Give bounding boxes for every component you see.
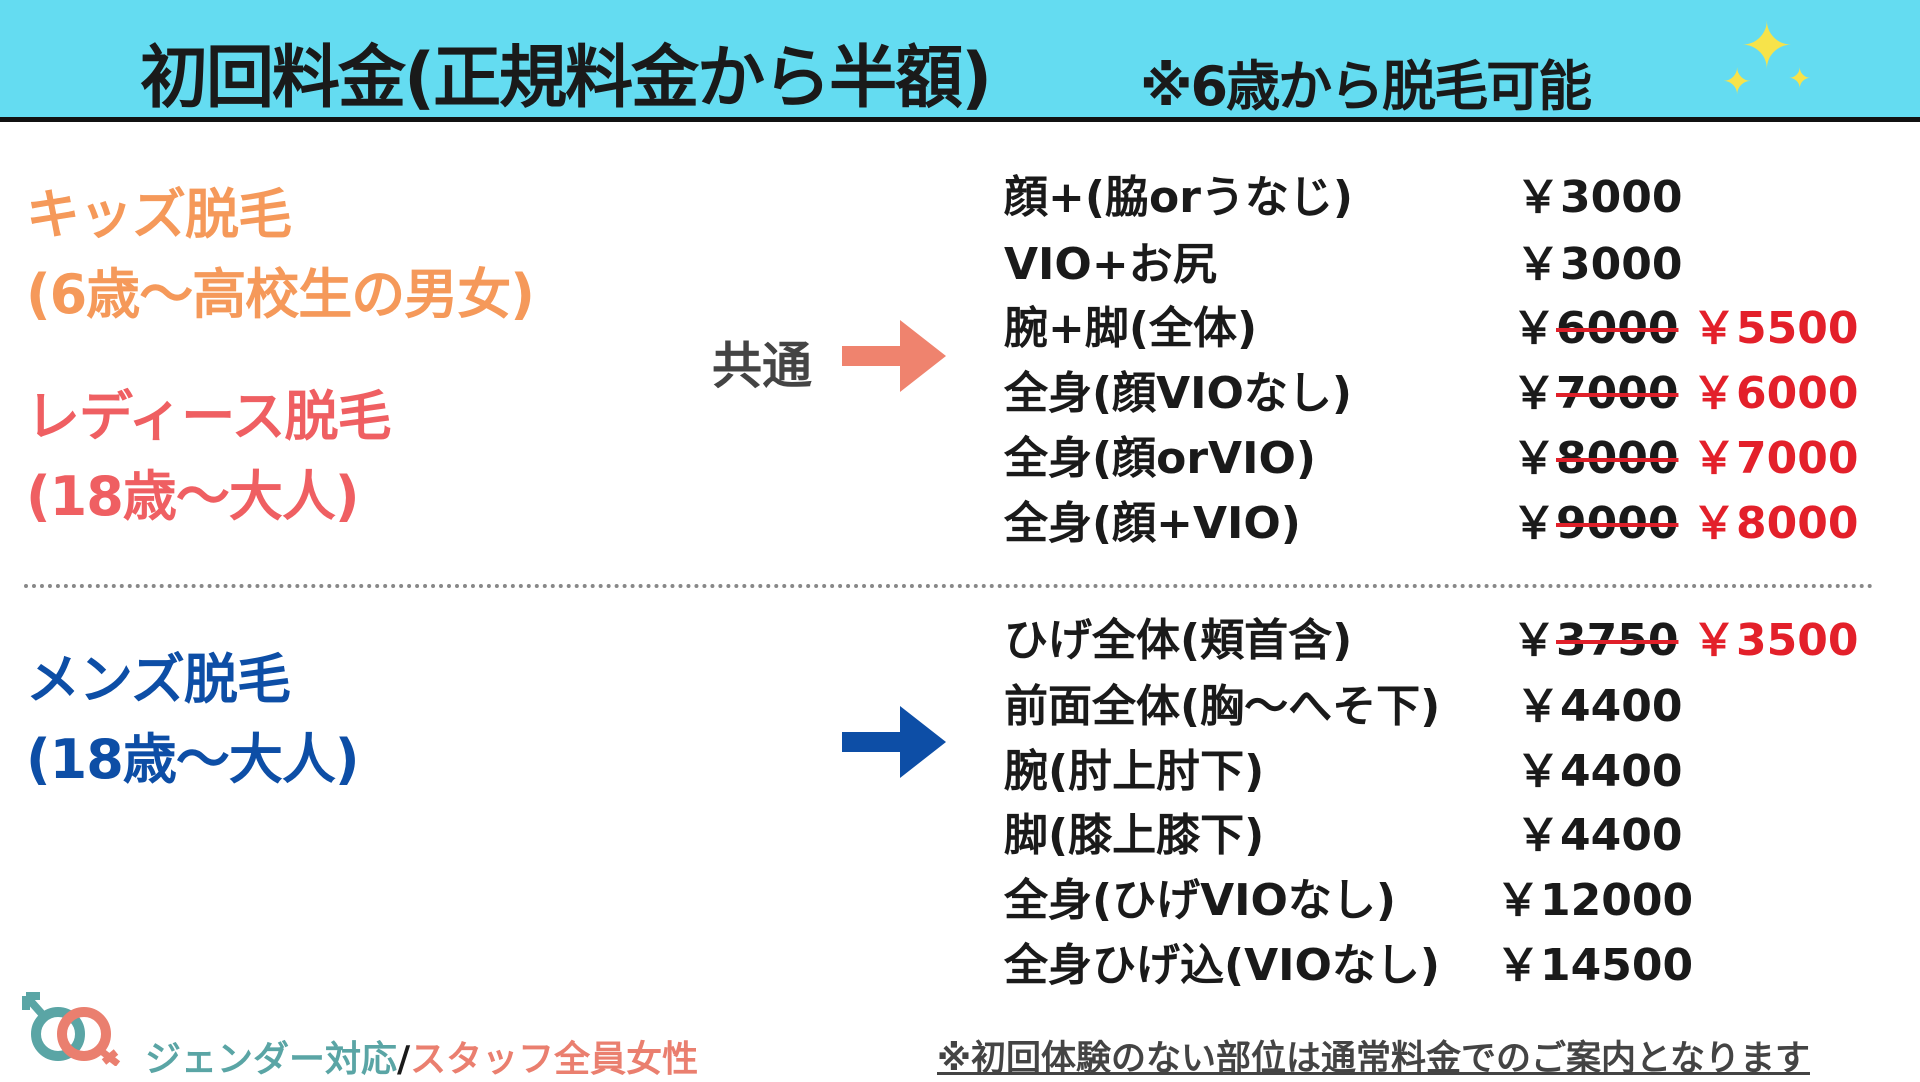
price: ￥14500 — [1496, 940, 1694, 991]
arrow-right-icon — [842, 706, 946, 778]
sale-price: ￥6000 — [1692, 368, 1859, 419]
struck-price: 7000 — [1556, 368, 1679, 419]
page-title: 初回料金(正規料金から半額) — [140, 39, 992, 118]
sale-price: ￥7000 — [1692, 433, 1859, 484]
struck-price: 9000 — [1556, 498, 1679, 549]
price: ￥3000 — [1516, 239, 1683, 290]
sale-price: ￥5500 — [1692, 303, 1859, 354]
yen-sign: ￥ — [1512, 368, 1556, 419]
mens-sub: (18歳〜大人) — [26, 728, 360, 791]
price: ￥4400 — [1516, 681, 1683, 732]
struck-price: 8000 — [1556, 433, 1679, 484]
common-label: 共通 — [712, 337, 812, 395]
slash: / — [397, 1039, 411, 1080]
original-price: ￥7000 — [1512, 357, 1678, 421]
yen-sign: ￥ — [1512, 615, 1556, 666]
gender-text: ジェンダー対応 — [145, 1039, 398, 1080]
original-price: ￥3750 — [1512, 604, 1678, 668]
price-item: 全身(顔orVIO) — [1004, 433, 1316, 484]
arrow-right-icon — [842, 320, 946, 392]
yen-sign: ￥ — [1512, 433, 1556, 484]
ladies-sub: (18歳〜大人) — [26, 465, 360, 528]
price-item: 腕+脚(全体) — [1004, 303, 1258, 354]
price: ￥12000 — [1496, 875, 1694, 926]
price: ￥3000 — [1516, 172, 1683, 223]
sale-price: ￥8000 — [1692, 498, 1859, 549]
ladies-title: レディース脱毛 — [26, 385, 392, 448]
header: 初回料金(正規料金から半額) ※6歳から脱毛可能 ✦ ✦ ✦ — [0, 0, 1920, 122]
kids-sub: (6歳〜高校生の男女) — [26, 263, 535, 326]
price-item: 全身(顔VIOなし) — [1004, 368, 1353, 419]
price-item: 腕(肘上肘下) — [1004, 746, 1265, 797]
struck-price: 3750 — [1556, 615, 1679, 666]
price-item: 全身(顔+VIO) — [1004, 498, 1301, 549]
price-item: 前面全体(胸〜へそ下) — [1004, 681, 1441, 732]
price: ￥4400 — [1516, 810, 1683, 861]
original-price: ￥9000 — [1512, 487, 1678, 551]
original-price: ￥6000 — [1512, 292, 1678, 356]
footer-note: ※初回体験のない部位は通常料金でのご案内となります — [937, 1039, 1810, 1079]
sale-price: ￥3500 — [1692, 615, 1859, 666]
footer-tagline: ジェンダー対応/スタッフ全員女性 — [145, 1030, 698, 1082]
original-price: ￥8000 — [1512, 422, 1678, 486]
price-item: 全身(ひげVIOなし) — [1004, 875, 1397, 926]
kids-title: キッズ脱毛 — [26, 183, 292, 246]
gender-symbol-icon — [22, 992, 121, 1066]
mens-title: メンズ脱毛 — [26, 648, 291, 711]
price-item: ひげ全体(頬首含) — [1004, 615, 1353, 666]
price-item: 脚(膝上膝下) — [1004, 810, 1265, 861]
struck-price: 6000 — [1556, 303, 1679, 354]
yen-sign: ￥ — [1512, 498, 1556, 549]
staff-text: スタッフ全員女性 — [410, 1039, 699, 1080]
page-subtitle: ※6歳から脱毛可能 — [1140, 55, 1592, 118]
price-item: 全身ひげ込(VIOなし) — [1004, 940, 1441, 991]
yen-sign: ￥ — [1512, 303, 1556, 354]
price-item: 顔+(脇orうなじ) — [1004, 172, 1354, 223]
divider — [24, 584, 1874, 588]
price-item: VIO+お尻 — [1004, 239, 1217, 290]
price: ￥4400 — [1516, 746, 1683, 797]
